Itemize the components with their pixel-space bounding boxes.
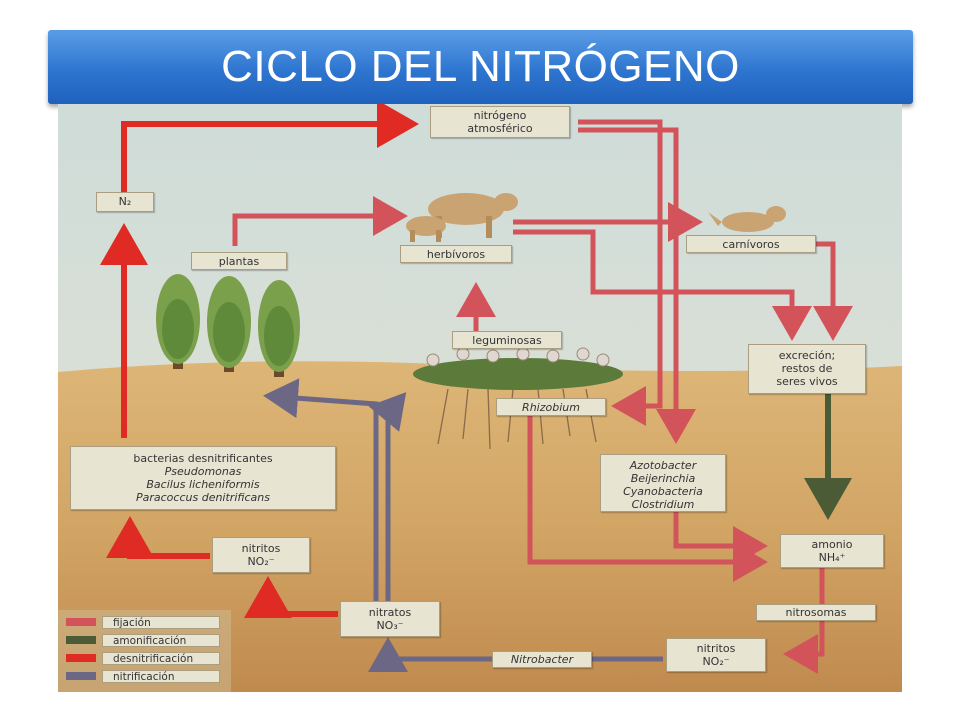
legend-item-nitrificacion: nitrificación (66, 669, 220, 683)
node-text: Nitrobacter (510, 653, 574, 666)
node-text: Azotobacter (629, 459, 697, 472)
node-plantas: plantas (191, 252, 287, 270)
legend-item-amonificacion: amonificación (66, 633, 220, 647)
node-text: nitritos (241, 542, 281, 555)
node-nitritos-right: nitritos NO₂⁻ (666, 638, 766, 672)
node-bacterias-desnitrificantes: bacterias desnitrificantes Pseudomonas B… (70, 446, 336, 510)
node-text: NO₂⁻ (247, 555, 275, 568)
node-nitritos-left: nitritos NO₂⁻ (212, 537, 310, 573)
node-text: carnívoros (722, 238, 780, 251)
node-text: restos de (781, 362, 833, 375)
node-text: Paracoccus denitrificans (136, 491, 270, 504)
node-text: atmosférico (467, 122, 533, 135)
node-text: herbívoros (426, 248, 486, 261)
node-nitratos: nitratos NO₃⁻ (340, 601, 440, 637)
trees-illustration (156, 274, 300, 377)
node-text: amonio (811, 538, 853, 551)
slide-title: CICLO DEL NITRÓGENO (221, 42, 740, 91)
slide-title-bar: CICLO DEL NITRÓGENO (48, 30, 913, 104)
legend-swatch (66, 672, 96, 680)
node-text: Clostridium (631, 498, 695, 511)
nitrogen-cycle-diagram: nitrógeno atmosférico N₂ plantas herbívo… (58, 104, 902, 692)
node-n2: N₂ (96, 192, 154, 212)
legend-label: nitrificación (102, 669, 220, 683)
node-text: plantas (218, 255, 260, 268)
herbivores-illustration (406, 193, 518, 242)
legend: fijación amonificación desnitrificación … (58, 610, 231, 692)
node-text: leguminosas (472, 334, 542, 347)
node-text: bacterias desnitrificantes (133, 452, 273, 465)
node-text: nitritos (696, 642, 736, 655)
node-text: Bacilus licheniformis (146, 478, 260, 491)
node-text: NO₂⁻ (702, 655, 730, 668)
node-nitrogeno-atmosferico: nitrógeno atmosférico (430, 106, 570, 138)
node-text: N₂ (118, 195, 132, 208)
legend-item-fijacion: fijación (66, 615, 220, 629)
node-text: Cyanobacteria (623, 485, 703, 498)
node-text: seres vivos (776, 375, 838, 388)
legumes-illustration (413, 347, 623, 450)
node-text: Rhizobium (522, 401, 580, 414)
node-azotobacter: Azotobacter Beijerinchia Cyanobacteria C… (600, 454, 726, 512)
legend-swatch (66, 636, 96, 644)
legend-item-desnitrificacion: desnitrificación (66, 651, 220, 665)
node-text: NO₃⁻ (376, 619, 404, 632)
legend-label: amonificación (102, 633, 220, 647)
node-text: Pseudomonas (164, 465, 242, 478)
legend-swatch (66, 654, 96, 662)
node-text: excreción; (778, 349, 836, 362)
node-text: NH₄⁺ (818, 551, 846, 564)
node-carnivoros: carnívoros (686, 235, 816, 253)
node-text: nitrosomas (785, 606, 847, 619)
node-text: nitrógeno (473, 109, 527, 122)
node-excrecion: excreción; restos de seres vivos (748, 344, 866, 394)
node-nitrobacter: Nitrobacter (492, 651, 592, 668)
node-text: Beijerinchia (630, 472, 696, 485)
legend-swatch (66, 618, 96, 626)
node-text: nitratos (368, 606, 412, 619)
node-leguminosas: leguminosas (452, 331, 562, 349)
legend-label: fijación (102, 615, 220, 629)
denitrification-arrows (100, 104, 419, 618)
diagram-canvas (58, 104, 902, 692)
carnivore-illustration (708, 206, 786, 232)
node-rhizobium: Rhizobium (496, 398, 606, 416)
legend-label: desnitrificación (102, 651, 220, 665)
node-amonio: amonio NH₄⁺ (780, 534, 884, 568)
node-nitrosomas: nitrosomas (756, 604, 876, 621)
node-herbivoros: herbívoros (400, 245, 512, 263)
